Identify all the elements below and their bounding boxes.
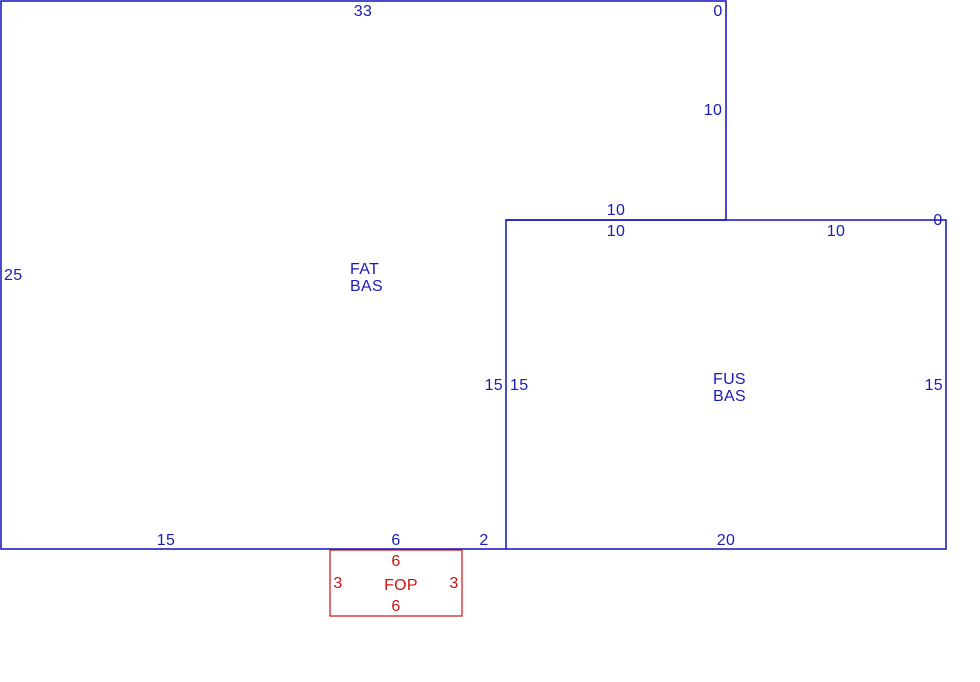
fat-notch-top-dimension: 10	[607, 202, 625, 219]
fus-bottom-dimension: 20	[717, 532, 735, 549]
fat-top-corner-dimension: 0	[713, 3, 722, 20]
fus-bas-outline	[506, 219, 947, 550]
fat-left-dimension: 25	[4, 267, 22, 284]
fat-bottom-right-dimension: 2	[479, 532, 488, 549]
fop-right-dimension: 3	[449, 575, 458, 592]
fop-outline	[329, 549, 463, 617]
fus-left-dimension: 15	[510, 377, 528, 394]
fop-top-dimension: 6	[391, 553, 400, 570]
fus-top-right-dimension: 10	[827, 223, 845, 240]
fat-right-upper-dimension: 10	[704, 102, 722, 119]
fus-top-left-dimension: 10	[607, 223, 625, 240]
fat-bottom-left-dimension: 15	[157, 532, 175, 549]
fus-top-corner-dimension: 0	[933, 212, 942, 229]
fat-bas-label-line2: BAS	[350, 278, 383, 295]
fus-right-dimension: 15	[925, 377, 943, 394]
fat-top-dimension: 33	[354, 3, 372, 20]
fop-bottom-dimension: 6	[391, 598, 400, 615]
fop-label: FOP	[384, 577, 418, 594]
fus-bas-label-line1: FUS	[713, 371, 746, 388]
fop-left-dimension: 3	[333, 575, 342, 592]
fus-bas-label-line2: BAS	[713, 388, 746, 405]
fat-right-lower-dimension: 15	[485, 377, 503, 394]
fat-bas-label-line1: FAT	[350, 261, 379, 278]
fat-bottom-middle-dimension: 6	[391, 532, 400, 549]
